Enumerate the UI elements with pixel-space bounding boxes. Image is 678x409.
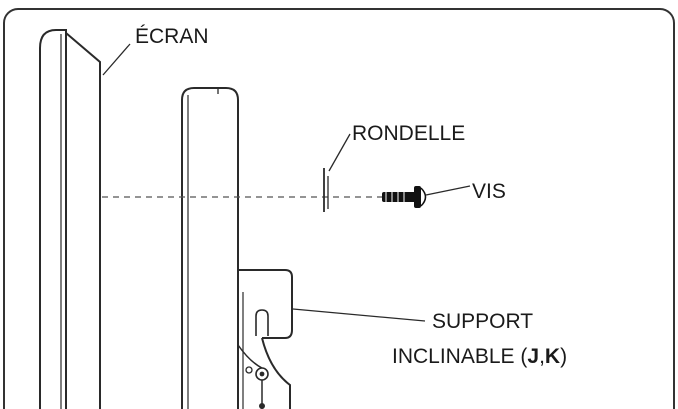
- bracket-label-line2: INCLINABLE (J,K): [392, 345, 567, 368]
- stand-column: [181, 87, 239, 409]
- bracket-hole-icon: [245, 366, 269, 409]
- screw-leader-line: [425, 185, 471, 196]
- screen-panel: [39, 29, 101, 409]
- screen-leader-line: [102, 43, 131, 76]
- bracket-label-line1: SUPPORT: [432, 310, 533, 333]
- bracket-leader-line: [292, 308, 426, 322]
- washer-leader-line: [328, 133, 351, 172]
- screen-label: ÉCRAN: [135, 25, 209, 48]
- screw-label: VIS: [472, 180, 506, 203]
- washer-label: RONDELLE: [352, 122, 465, 145]
- bracket-label-suffix: ): [560, 345, 567, 368]
- bracket-part-j: J: [527, 345, 539, 368]
- diagram-frame: [3, 8, 675, 409]
- bracket-part-k: K: [545, 345, 560, 368]
- screw-icon: [382, 186, 427, 208]
- bracket-label-separator: ,: [539, 345, 545, 368]
- washer-icon: [323, 168, 329, 212]
- bracket-label-prefix: INCLINABLE (: [392, 345, 527, 368]
